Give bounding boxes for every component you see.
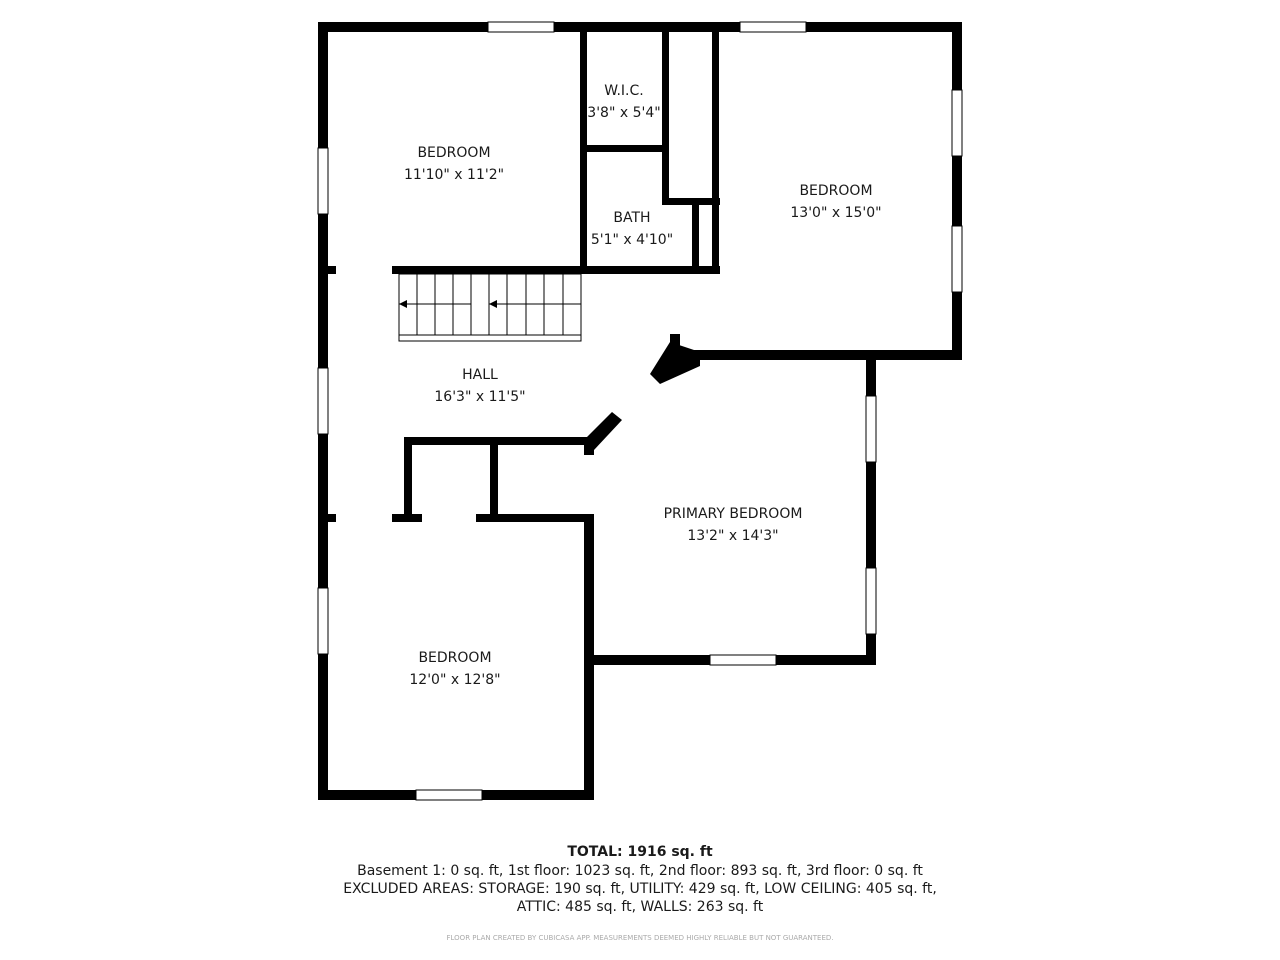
room-label-wic: W.I.C.3'8" x 5'4" [587, 83, 661, 121]
windows [317, 21, 963, 801]
excluded-areas: EXCLUDED AREAS: STORAGE: 190 sq. ft, UTI… [343, 881, 937, 897]
floor-breakdown: Basement 1: 0 sq. ft, 1st floor: 1023 sq… [357, 863, 923, 879]
excluded-areas-2: ATTIC: 485 sq. ft, WALLS: 263 sq. ft [516, 899, 764, 915]
staircase [398, 273, 582, 342]
total-area: TOTAL: 1916 sq. ft [567, 844, 713, 860]
credit-text: FLOOR PLAN CREATED BY CUBICASA APP. MEAS… [446, 934, 834, 942]
